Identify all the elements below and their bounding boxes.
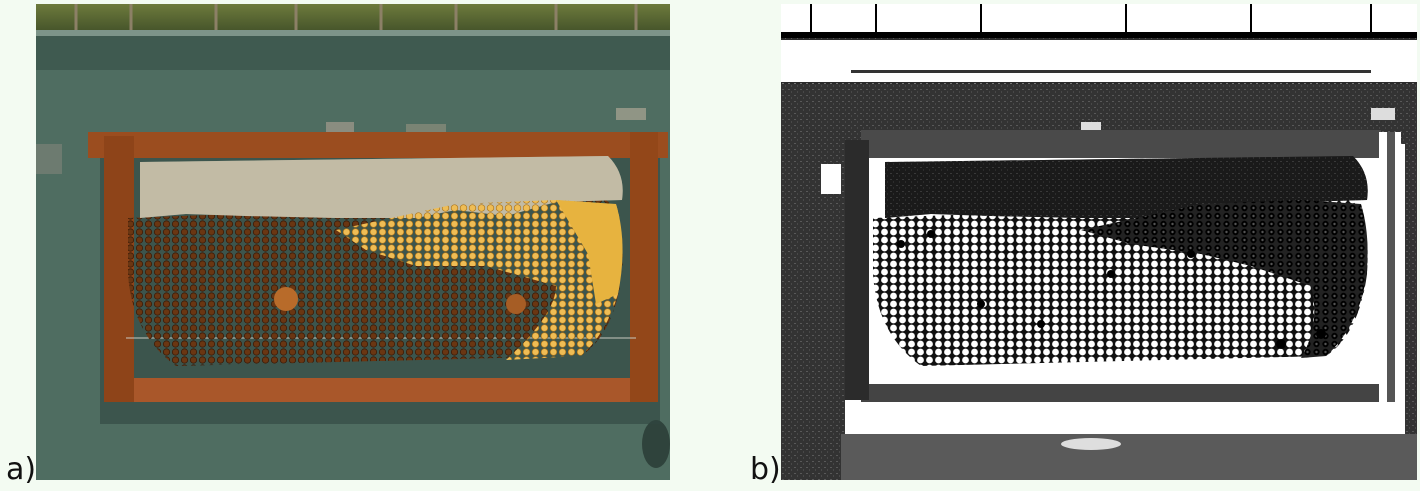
- binary-photo: [781, 4, 1417, 480]
- tree-trunks: [74, 4, 638, 34]
- panel-a-label: a): [6, 452, 37, 487]
- wooden-frame: [88, 132, 668, 402]
- dark-cells: [897, 230, 1326, 349]
- background-strip: [781, 4, 1417, 34]
- binary-photo-svg: [781, 4, 1417, 480]
- color-photo-svg: [36, 4, 670, 480]
- hive-lid-white: [781, 40, 1417, 72]
- pollen-cells: [336, 200, 623, 360]
- pollen-dark: [1081, 200, 1368, 358]
- hive-lid: [36, 30, 670, 72]
- panel-b-label: b): [750, 452, 781, 487]
- color-photo: [36, 4, 670, 480]
